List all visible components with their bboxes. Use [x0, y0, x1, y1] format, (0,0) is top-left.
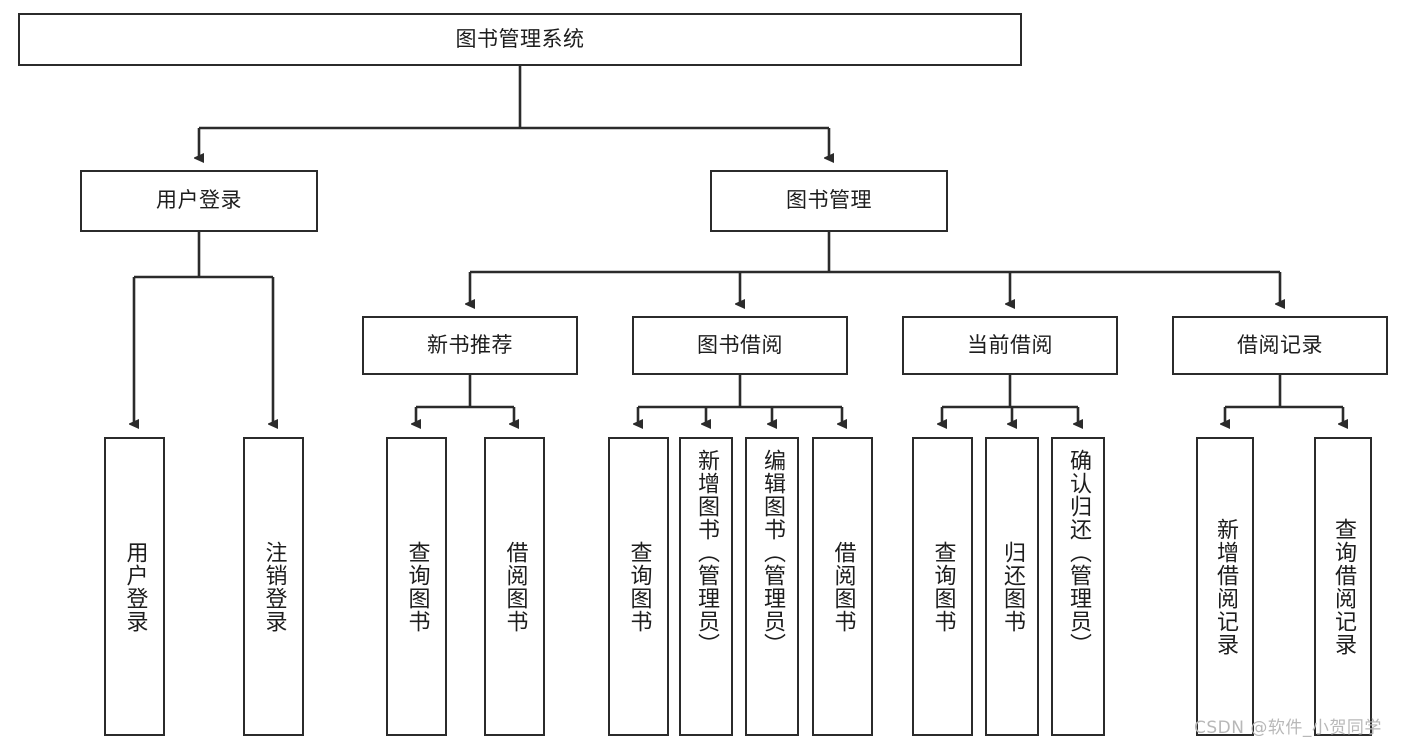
node-book-manage-label: 图书管理 — [786, 188, 872, 213]
node-leaf-confirm-return[interactable]: 确认归还（管理员） — [1051, 437, 1105, 736]
node-leaf-query-book-1-label: 查询图书 — [404, 540, 430, 633]
node-leaf-query-borrow-record-label: 查询借阅记录 — [1330, 517, 1356, 656]
node-leaf-borrow-book-2-label: 借阅图书 — [830, 540, 856, 633]
csdn-watermark: CSDN @软件_小贺同学 — [1194, 718, 1382, 738]
node-leaf-confirm-return-label: 确认归还（管理员） — [1065, 449, 1091, 656]
node-book-borrow[interactable]: 图书借阅 — [632, 316, 848, 375]
node-leaf-query-book-3-label: 查询图书 — [930, 540, 956, 633]
node-leaf-return-book[interactable]: 归还图书 — [985, 437, 1039, 736]
node-leaf-add-borrow-record[interactable]: 新增借阅记录 — [1196, 437, 1254, 736]
node-current-borrow-label: 当前借阅 — [967, 332, 1053, 357]
node-leaf-add-book[interactable]: 新增图书（管理员） — [679, 437, 733, 736]
node-leaf-logout-login[interactable]: 注销登录 — [243, 437, 304, 736]
node-current-borrow[interactable]: 当前借阅 — [902, 316, 1118, 375]
node-leaf-edit-book[interactable]: 编辑图书（管理员） — [745, 437, 799, 736]
node-leaf-add-borrow-record-label: 新增借阅记录 — [1212, 517, 1238, 656]
node-borrow-record[interactable]: 借阅记录 — [1172, 316, 1388, 375]
node-leaf-query-book-3[interactable]: 查询图书 — [912, 437, 973, 736]
node-user-login-label: 用户登录 — [156, 188, 242, 213]
node-root[interactable]: 图书管理系统 — [18, 13, 1022, 66]
node-leaf-edit-book-label: 编辑图书（管理员） — [759, 449, 785, 656]
node-new-book-recommend[interactable]: 新书推荐 — [362, 316, 578, 375]
node-leaf-query-book-2[interactable]: 查询图书 — [608, 437, 669, 736]
node-leaf-user-login-label: 用户登录 — [122, 540, 148, 633]
node-leaf-add-book-label: 新增图书（管理员） — [693, 449, 719, 656]
node-leaf-borrow-book-1[interactable]: 借阅图书 — [484, 437, 545, 736]
node-user-login[interactable]: 用户登录 — [80, 170, 318, 232]
node-leaf-borrow-book-1-label: 借阅图书 — [502, 540, 528, 633]
node-book-borrow-label: 图书借阅 — [697, 332, 783, 357]
node-leaf-query-book-1[interactable]: 查询图书 — [386, 437, 447, 736]
node-borrow-record-label: 借阅记录 — [1237, 332, 1323, 357]
node-leaf-return-book-label: 归还图书 — [999, 540, 1025, 633]
node-leaf-query-borrow-record[interactable]: 查询借阅记录 — [1314, 437, 1372, 736]
node-leaf-logout-login-label: 注销登录 — [261, 540, 287, 633]
node-leaf-borrow-book-2[interactable]: 借阅图书 — [812, 437, 873, 736]
node-leaf-query-book-2-label: 查询图书 — [626, 540, 652, 633]
node-root-label: 图书管理系统 — [455, 26, 585, 51]
node-new-book-recommend-label: 新书推荐 — [427, 332, 513, 357]
node-book-manage[interactable]: 图书管理 — [710, 170, 948, 232]
node-leaf-user-login[interactable]: 用户登录 — [104, 437, 165, 736]
